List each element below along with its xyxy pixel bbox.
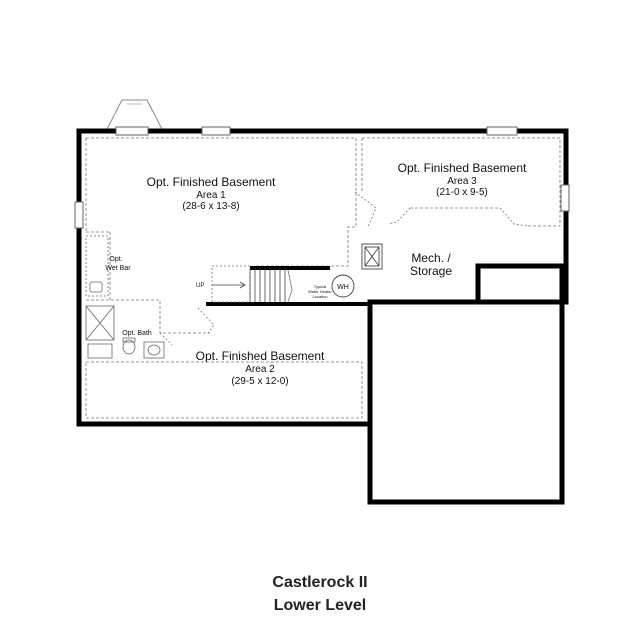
stairs-up-label: UP [196, 283, 204, 289]
water-heater-note-2: Water Heater [308, 289, 332, 294]
area3-dims: (21-0 x 9-5) [436, 187, 488, 198]
unexcavated-area-outline [367, 263, 565, 505]
area1-name: Area 1 [196, 190, 226, 201]
water-heater-note-1: Typical [314, 284, 327, 289]
plan-subtitle: Lower Level [273, 597, 367, 614]
mechanical-equipment [361, 243, 383, 270]
wet-bar-label-line1: Opt. [109, 256, 122, 263]
bath-label: Opt. Bath [122, 330, 152, 337]
dashed-finish-lines [85, 137, 561, 419]
area3-title: Opt. Finished Basement [398, 161, 527, 175]
stairs [211, 265, 293, 303]
bath-fixtures [85, 305, 165, 359]
area2-dims: (29-5 x 12-0) [231, 376, 288, 387]
windows [74, 126, 570, 229]
mech-storage-line1: Mech. / [411, 251, 451, 265]
mech-storage-line2: Storage [410, 264, 452, 278]
water-heater-symbol: WH [337, 284, 349, 291]
area2-title: Opt. Finished Basement [196, 349, 325, 363]
plan-title: Castlerock II [272, 574, 368, 591]
area1-title: Opt. Finished Basement [147, 175, 276, 189]
door-swings [159, 191, 529, 346]
area2-name: Area 2 [245, 364, 275, 375]
interior-walls [206, 266, 370, 306]
chimney-bump [106, 99, 163, 130]
area3-name: Area 3 [447, 176, 477, 187]
water-heater: WH Typical Water Heater Location [308, 274, 355, 299]
wet-bar-fixtures [85, 235, 109, 297]
area1-dims: (28-6 x 13-8) [182, 201, 239, 212]
wet-bar-label-line2: Wet Bar [105, 265, 131, 272]
water-heater-note-3: Location [312, 294, 327, 299]
